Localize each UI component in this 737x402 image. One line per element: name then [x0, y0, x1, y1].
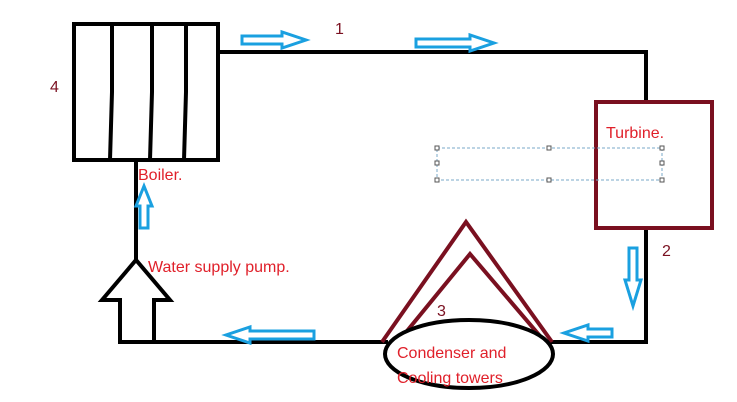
flow-arrow-icon: [133, 181, 155, 230]
pipe-loop: [118, 50, 648, 344]
pump-arrow-icon: [97, 256, 175, 344]
boiler-tube-1: [108, 24, 114, 161]
point-number-4: 4: [50, 79, 59, 96]
condenser-label-line1: Condenser and: [397, 345, 506, 362]
flow-arrows: [133, 29, 644, 346]
flow-arrow-icon: [559, 322, 614, 344]
point-number-2: 2: [662, 243, 671, 260]
flow-arrow-icon: [221, 324, 316, 346]
pump-label: Water supply pump.: [148, 259, 290, 276]
cooling-tower-outer: [380, 218, 554, 344]
point-number-3: 3: [437, 303, 446, 320]
boiler-shape: [72, 22, 220, 162]
turbine-label: Turbine.: [606, 125, 664, 142]
selection-frame: [434, 145, 665, 183]
boiler-tube-3: [182, 24, 188, 161]
point-number-1: 1: [335, 21, 344, 38]
condenser-label-line2: Cooling towers: [397, 370, 503, 387]
flow-arrow-icon: [240, 29, 311, 51]
boiler-tube-2: [148, 24, 154, 161]
boiler-block: [72, 22, 220, 162]
flow-arrow-icon: [414, 32, 499, 54]
condenser-ellipse: [383, 318, 555, 390]
boiler-label: Boiler.: [138, 167, 182, 184]
cooling-tower-shape: [380, 218, 554, 344]
turbine-box: [594, 100, 714, 230]
flow-arrow-icon: [622, 246, 644, 312]
cooling-tower-inner: [396, 250, 542, 344]
